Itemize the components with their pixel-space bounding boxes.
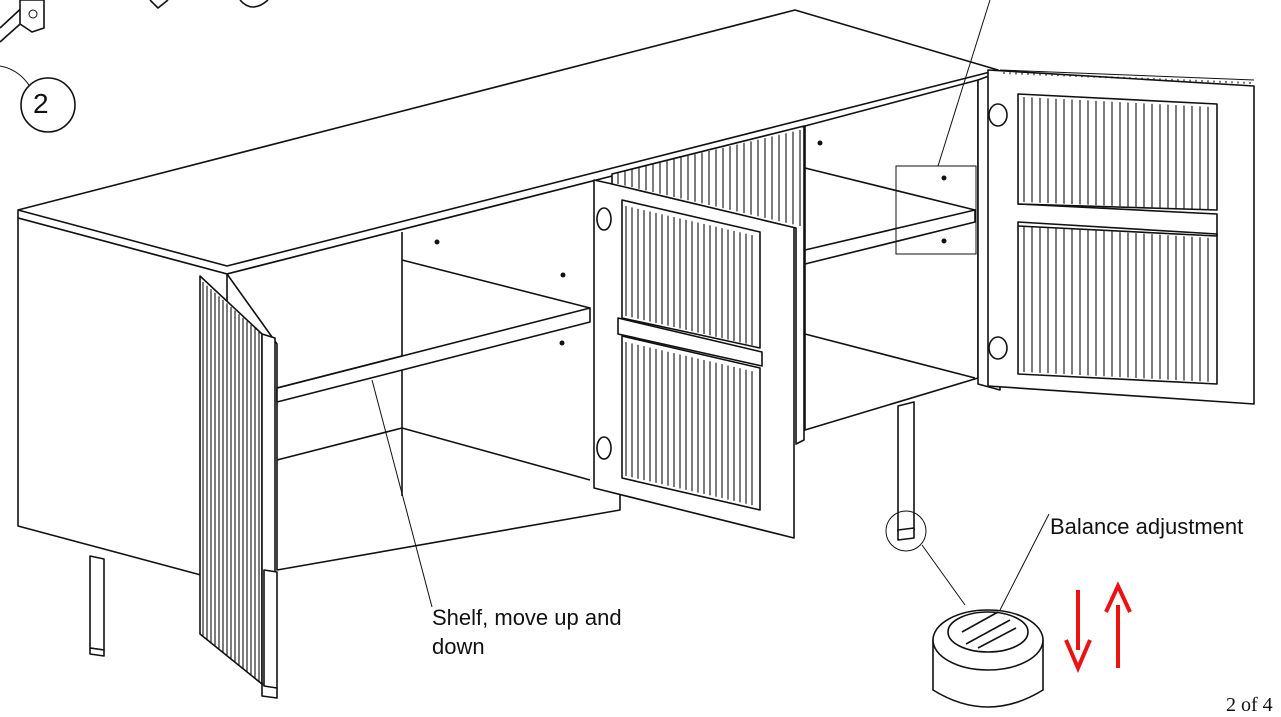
left-door — [199, 275, 276, 691]
adjustable-foot — [932, 609, 1044, 708]
part-number-circle — [20, 77, 76, 133]
left-compartment — [226, 173, 621, 571]
page-indicator: 2 of 4 — [1226, 694, 1273, 716]
shelf-label: Shelf, move up and down — [432, 605, 622, 659]
left-shelf — [276, 307, 591, 403]
right-shelf — [804, 209, 976, 265]
part-number: 2 — [33, 88, 49, 119]
detail-box — [895, 165, 977, 255]
arrow-down-icon — [1064, 590, 1092, 674]
screw-part — [0, 0, 269, 93]
cabinet-legs — [89, 401, 915, 699]
right-door — [987, 69, 1255, 405]
arrow-up-icon — [1104, 581, 1132, 668]
middle-door — [593, 125, 805, 539]
left-side-panel — [17, 217, 228, 583]
balance-adjustment-label: Balance adjustment — [1050, 514, 1244, 539]
foot-detail-circle — [885, 510, 927, 552]
